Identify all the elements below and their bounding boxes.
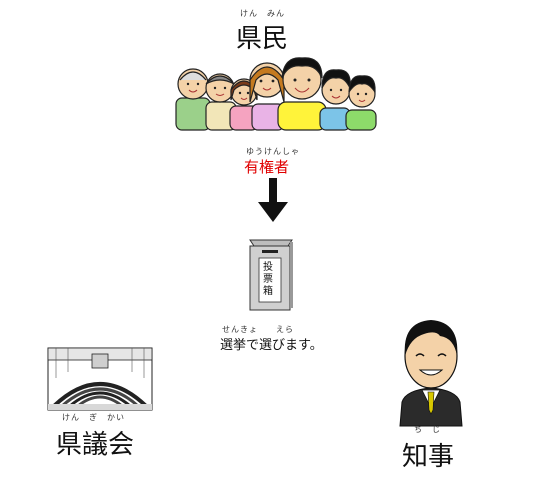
assembly-ruby: けん ぎ かい xyxy=(62,413,125,422)
ballot-box-label: 投票箱 xyxy=(263,262,273,297)
citizens-label: 県民 xyxy=(236,24,289,54)
arrow-down-icon xyxy=(258,178,288,222)
voters-label: 有権者 xyxy=(244,158,290,176)
election-text: 選挙で選びます。 xyxy=(220,338,323,353)
governor-label: 知事 xyxy=(402,442,455,472)
ballot-box-icon xyxy=(249,239,293,311)
people-group-icon xyxy=(175,57,377,131)
voters-ruby: ゆうけんしゃ xyxy=(246,147,300,156)
assembly-hall-icon xyxy=(47,347,153,411)
governor-icon xyxy=(399,320,463,427)
election-ruby: せんきょ えら xyxy=(222,325,294,334)
citizens-ruby: けん みん xyxy=(240,9,285,18)
assembly-label: 県議会 xyxy=(56,430,135,460)
governor-ruby: ち じ xyxy=(414,425,441,434)
